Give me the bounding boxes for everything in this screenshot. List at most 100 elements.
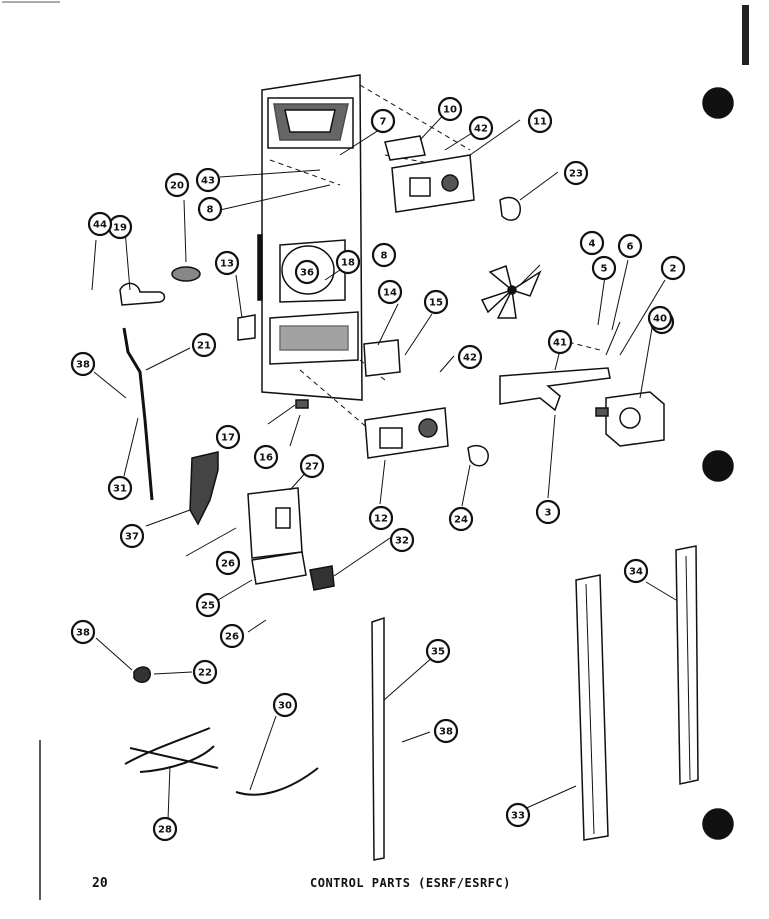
callout-c32: 32 [389,527,415,553]
control-panel-part-17 [257,74,363,409]
callout-c36: 36 [294,259,320,285]
callout-circle [195,167,221,193]
callout-label: 13 [220,259,234,270]
callout-label: 42 [474,124,488,135]
callout-c15: 15 [423,289,449,315]
callout-label: 22 [198,668,212,679]
callout-c31: 31 [107,475,133,501]
callout-label: 23 [569,169,583,180]
callout-c13: 13 [214,250,240,276]
callout-circle [164,172,190,198]
callout-circle [617,233,643,259]
callout-circle [377,279,403,305]
callout-c10: 10 [437,96,463,122]
callout-c20: 20 [164,172,190,198]
arm-part-19 [119,282,166,306]
callout-label: 42 [463,353,477,364]
callout-label: 36 [300,268,314,279]
callout-circle [527,108,553,134]
callout-c38a: 38 [70,351,96,377]
callout-circle [214,250,240,276]
callout-c12: 12 [368,505,394,531]
fan-motor-part-1 [595,391,665,447]
rod-part-21 [122,327,154,501]
callout-c42a: 42 [468,115,494,141]
callout-label: 16 [259,453,273,464]
callout-circle [623,558,649,584]
page-number: 20 [92,876,108,891]
registration-dot [702,808,734,840]
callout-label: 28 [158,825,172,836]
callout-circle [219,623,245,649]
callout-circle [195,592,221,618]
callout-label: 15 [429,298,443,309]
callout-c30: 30 [272,692,298,718]
callout-circle [591,255,617,281]
housing-part-25 [247,487,307,585]
callout-label: 12 [374,514,388,525]
callout-circle [335,249,361,275]
callout-c25: 25 [195,592,221,618]
callout-circle [563,160,589,186]
callout-circle [535,499,561,525]
callout-c41: 41 [547,329,573,355]
callout-circle [191,332,217,358]
callout-c38b: 38 [70,619,96,645]
callout-label: 44 [93,220,107,231]
callout-label: 17 [221,433,235,444]
callout-label: 8 [207,205,214,216]
callout-c7: 7 [370,108,396,134]
callout-c14: 14 [377,279,403,305]
callout-c42b: 42 [457,344,483,370]
callout-c19: 19 [107,214,133,240]
callout-c11: 11 [527,108,553,134]
clip-part-22 [133,666,151,683]
callout-label: 14 [383,288,397,299]
callout-label: 8 [381,251,388,262]
callout-label: 19 [113,223,127,234]
callout-c22: 22 [192,659,218,685]
callout-c27: 27 [299,453,325,479]
motor-bracket-part-3 [499,367,611,412]
callout-c5: 5 [591,255,617,281]
callout-label: 34 [629,567,643,578]
callout-label: 10 [443,105,457,116]
callout-c43: 43 [195,167,221,193]
callout-label: 37 [125,532,139,543]
callout-circle [370,108,396,134]
clip-part-13 [237,314,256,341]
strip-part-33 [575,574,609,841]
callout-circle [119,523,145,549]
callout-label: 3 [545,508,552,519]
callout-c8b: 8 [371,242,397,268]
callout-label: 27 [305,462,319,473]
page-title: CONTROL PARTS (ESRF/ESRFC) [310,876,511,890]
callout-label: 7 [380,117,387,128]
damper-part-37 [189,451,219,526]
callout-label: 32 [395,536,409,547]
callout-c16: 16 [253,444,279,470]
callout-c37: 37 [119,523,145,549]
callout-circle [660,255,686,281]
callout-circle [215,424,241,450]
callout-c35: 35 [425,638,451,664]
callout-c4: 4 [579,230,605,256]
callout-circle [505,802,531,828]
callout-circle [423,289,449,315]
registration-dot [702,450,734,482]
callout-layer: 1234567881011121314151617181920212223242… [70,96,686,842]
callout-circle [371,242,397,268]
callout-circle [433,718,459,744]
wire-part-30 [235,767,319,796]
grommet-part-20 [171,266,201,282]
callout-label: 38 [76,360,90,371]
callout-circle [87,211,113,237]
callout-c44: 44 [87,211,113,237]
fan-blade-part-4 [480,265,542,319]
bezel-part-12 [364,407,449,459]
callout-c26a: 26 [215,550,241,576]
knob-part-23 [499,196,521,221]
callout-label: 21 [197,341,211,352]
callout-circle [368,505,394,531]
callout-label: 20 [170,181,184,192]
